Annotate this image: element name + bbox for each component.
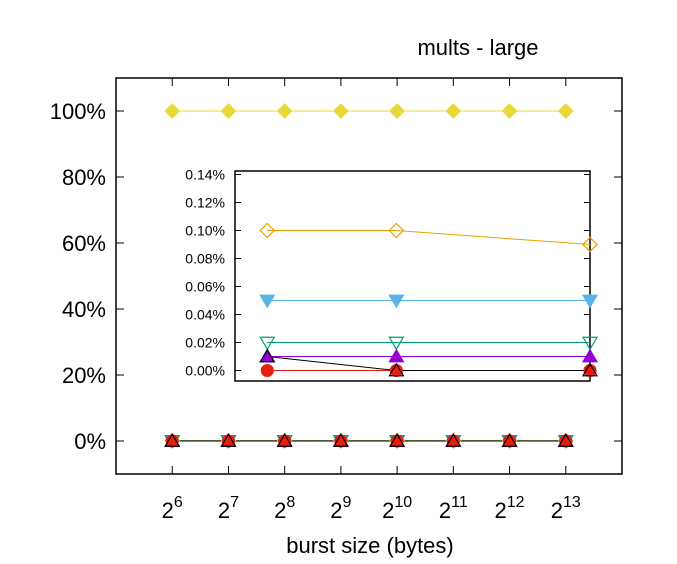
main-series-6-point <box>276 433 293 447</box>
main-y-tick-label: 0% <box>74 429 106 454</box>
main-y-tick-label: 20% <box>62 363 106 388</box>
main-series-6-point <box>389 433 406 447</box>
inset-series-0-point <box>582 236 598 253</box>
inset-series-3-point <box>388 348 405 363</box>
inset-series-5-point <box>581 362 599 377</box>
main-series-6-point <box>557 433 574 447</box>
main-x-tick-label: 27 <box>218 494 239 523</box>
main-series-0-point <box>389 103 405 119</box>
inset-y-tick-label: 0.04% <box>185 307 225 323</box>
main-x-tick-label: 210 <box>382 494 412 523</box>
x-axis-label: burst size (bytes) <box>286 533 454 558</box>
chart-title: mults - large <box>417 35 538 60</box>
main-x-tick-label: 213 <box>551 494 581 523</box>
main-x-tick-label: 28 <box>274 494 295 523</box>
inset-series-5-point <box>388 362 405 377</box>
inset-series-2-point <box>581 336 599 351</box>
main-x-tick-label: 211 <box>439 494 468 523</box>
inset-series-4-point <box>260 363 274 378</box>
inset-plot: 0.00% 0.02% 0.04% 0.06% 0.08% 0.10% 0.12% 0.14% <box>185 167 599 382</box>
main-x-tick-label: 29 <box>330 494 351 523</box>
main-y-tick-label: 100% <box>50 99 106 124</box>
inset-series-3-point <box>581 348 599 363</box>
inset-y-tick-label: 0.10% <box>185 223 225 239</box>
inset-series-5-point <box>259 348 276 363</box>
inset-series-2-point <box>388 336 405 351</box>
inset-series-2-point <box>259 336 276 351</box>
inset-y-tick-label: 0.00% <box>185 363 225 379</box>
inset-y-tick-label: 0.14% <box>185 167 225 183</box>
main-series-6-point <box>332 433 349 447</box>
inset-series-1-point <box>581 294 599 309</box>
main-series-0-point <box>276 103 293 119</box>
main-series-0-point <box>220 103 237 119</box>
inset-plot-frame <box>234 170 591 382</box>
main-series-0-point <box>333 103 349 119</box>
inset-y-tick-label: 0.02% <box>185 335 225 351</box>
inset-series-1-point <box>388 294 405 309</box>
inset-series-1-point <box>259 294 276 309</box>
main-y-tick-label: 40% <box>62 297 106 322</box>
main-y-tick-label: 80% <box>62 165 106 190</box>
main-series-6-point <box>445 433 462 447</box>
inset-series-0-line <box>267 230 591 245</box>
main-y-tick-label: 60% <box>62 231 106 256</box>
inset-y-tick-label: 0.08% <box>185 251 225 267</box>
main-series-6-point <box>501 433 518 447</box>
main-series-0-point <box>445 103 462 119</box>
main-series-6-point <box>220 433 237 447</box>
inset-series-0-point <box>388 222 405 239</box>
inset-y-tick-label: 0.12% <box>185 195 225 211</box>
inset-y-tick-label: 0.06% <box>185 279 225 295</box>
main-x-tick-label: 212 <box>495 494 525 523</box>
main-series-0-point <box>501 103 518 119</box>
main-series-0-point <box>557 103 574 119</box>
main-series-0-point <box>164 103 181 119</box>
main-x-tick-label: 26 <box>162 494 183 523</box>
inset-series-0-point <box>259 222 276 239</box>
main-series-6-point <box>164 433 181 447</box>
